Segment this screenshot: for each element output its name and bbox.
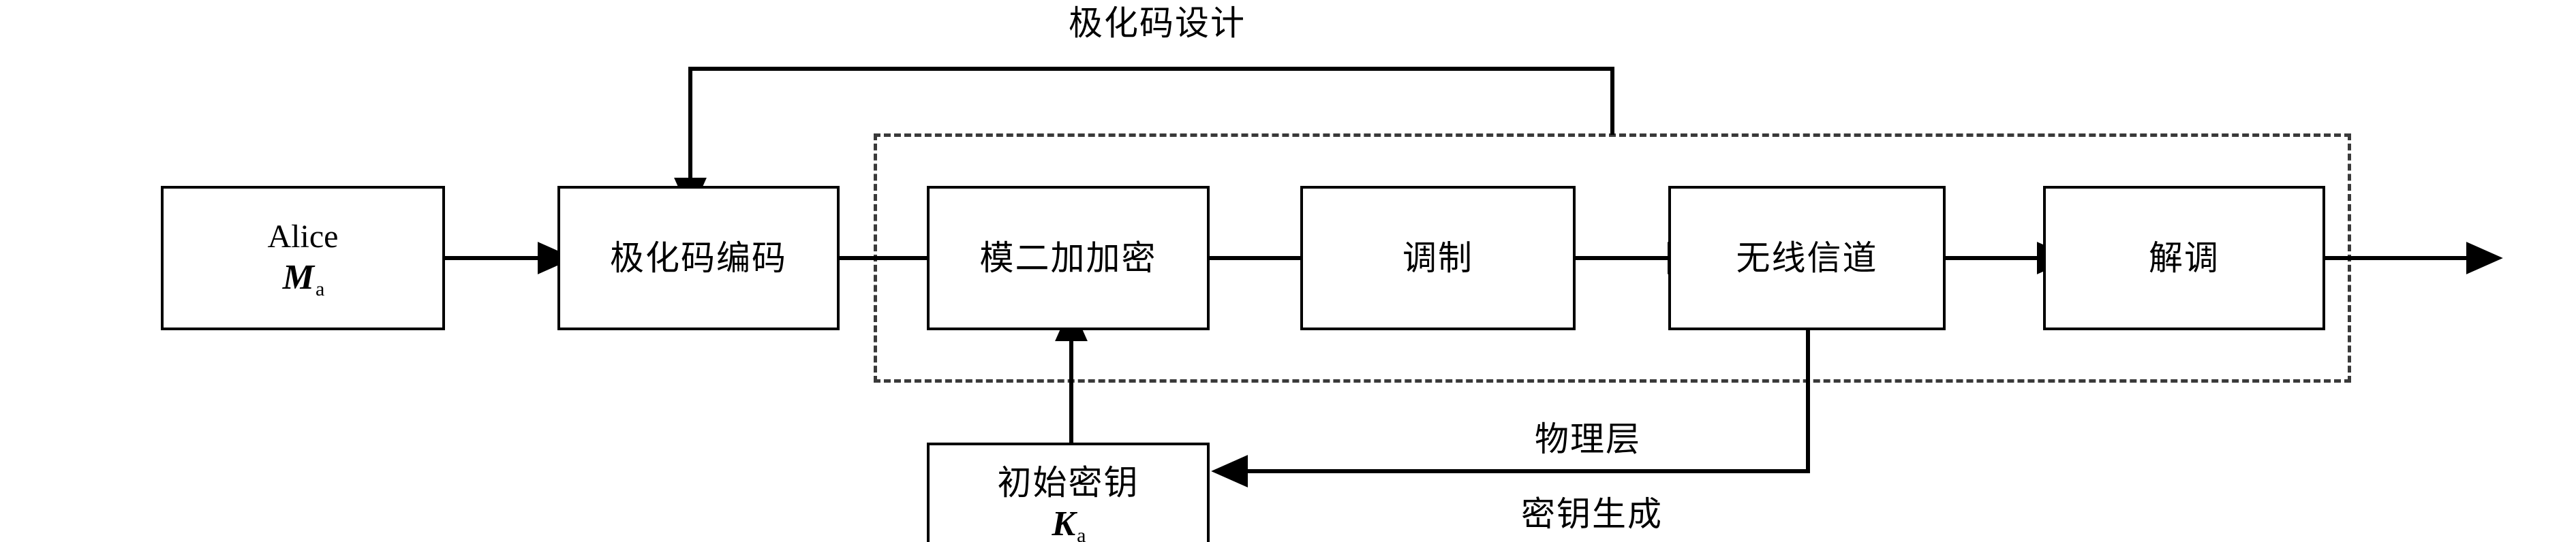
node-polar-encode[interactable]: 极化码编码 — [557, 186, 840, 330]
node-wireless-channel-label: 无线信道 — [1736, 238, 1878, 278]
node-alice-title: Alice — [267, 219, 339, 255]
node-modulation-label: 调制 — [1402, 238, 1473, 278]
node-mod2-encrypt-label: 模二加加密 — [979, 238, 1157, 278]
label-polar-code-design: 极化码设计 — [1069, 3, 1246, 43]
node-demodulation-label: 解调 — [2149, 238, 2220, 278]
node-alice[interactable]: Alice Ma — [161, 186, 445, 330]
node-initial-key-symbol-subscript: a — [1077, 524, 1086, 542]
node-polar-encode-label: 极化码编码 — [610, 238, 787, 278]
label-key-generation: 密钥生成 — [1521, 494, 1663, 534]
node-alice-symbol-letter: M — [282, 257, 314, 297]
node-initial-key[interactable]: 初始密钥 Ka — [927, 443, 1210, 542]
node-modulation[interactable]: 调制 — [1300, 186, 1576, 330]
node-mod2-encrypt[interactable]: 模二加加密 — [927, 186, 1210, 330]
node-wireless-channel[interactable]: 无线信道 — [1668, 186, 1946, 330]
node-alice-symbol: Ma — [282, 257, 325, 300]
node-demodulation[interactable]: 解调 — [2043, 186, 2325, 330]
node-alice-symbol-subscript: a — [315, 277, 325, 300]
label-physical-layer: 物理层 — [1535, 419, 1641, 459]
node-initial-key-symbol: Ka — [1052, 504, 1086, 542]
node-initial-key-symbol-letter: K — [1052, 504, 1076, 542]
node-initial-key-label: 初始密钥 — [997, 462, 1139, 503]
